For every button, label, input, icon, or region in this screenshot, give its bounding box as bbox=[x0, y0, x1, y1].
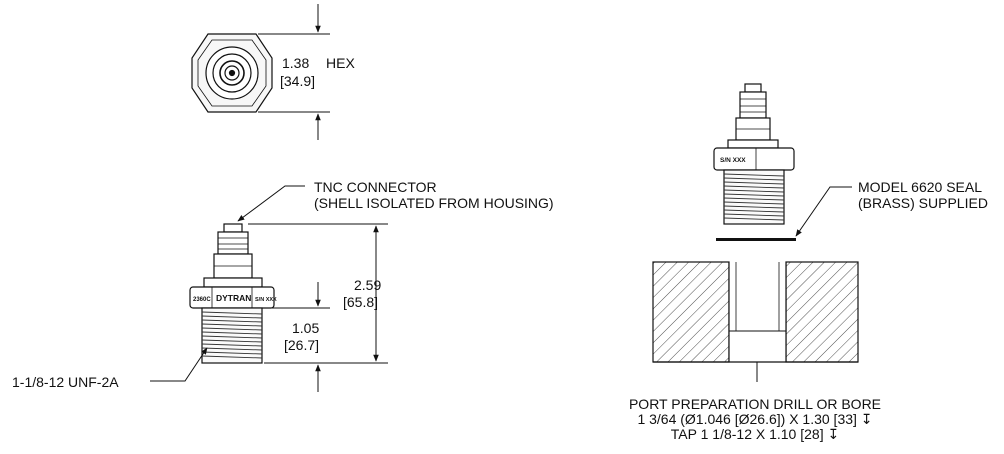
connector-collar bbox=[203, 277, 263, 288]
install-collar bbox=[727, 139, 779, 149]
seal-leader bbox=[795, 186, 852, 237]
block-left-hatch bbox=[652, 261, 730, 363]
hex-dimension bbox=[258, 4, 330, 140]
port-tap-spec: TAP 1 1/8-12 X 1.10 [28] ↧ bbox=[671, 426, 839, 442]
connector-pin bbox=[228, 69, 236, 77]
port-block-section bbox=[652, 261, 859, 382]
side-view-leaders bbox=[150, 185, 305, 382]
side-thread-lines bbox=[201, 311, 263, 359]
block-right-hatch bbox=[785, 261, 859, 363]
port-prep-title: PORT PREPARATION DRILL OR BORE bbox=[629, 396, 881, 412]
seal-model-label: MODEL 6620 SEAL bbox=[858, 179, 982, 195]
seal-material-note: (BRASS) SUPPLIED bbox=[858, 195, 988, 211]
top-view bbox=[191, 33, 273, 113]
hex-mark-serial: S/N XXX bbox=[255, 297, 277, 303]
install-connector-tip bbox=[744, 83, 762, 93]
hex-dim-mm: [34.9] bbox=[280, 73, 315, 89]
connector-ring-2 bbox=[212, 53, 252, 93]
tnc-shell-note: (SHELL ISOLATED FROM HOUSING) bbox=[314, 195, 554, 211]
connector-ring-3 bbox=[219, 60, 245, 86]
thread-length-mm: [26.7] bbox=[284, 337, 319, 353]
hex-dim-inches: 1.38 bbox=[282, 55, 309, 71]
install-connector-body bbox=[739, 91, 767, 119]
overall-height-inches: 2.59 bbox=[354, 277, 381, 293]
tnc-connector-label: TNC CONNECTOR bbox=[314, 179, 437, 195]
hex-mark-model: 2360C bbox=[193, 297, 211, 303]
overall-height-mm: [65.8] bbox=[343, 294, 378, 310]
tnc-connector-body bbox=[217, 231, 249, 255]
thread-spec-label: 1-1/8-12 UNF-2A bbox=[12, 374, 119, 390]
side-view-dimensions bbox=[248, 223, 388, 392]
connector-ring-4 bbox=[224, 65, 240, 81]
hex-inner bbox=[197, 39, 267, 107]
hex-label: HEX bbox=[326, 55, 355, 71]
port-drill-spec: 1 3/64 (Ø1.046 [Ø26.6]) X 1.30 [33] ↧ bbox=[637, 411, 872, 427]
side-view-sensor bbox=[189, 223, 275, 364]
install-serial-mark: S/N XXX bbox=[720, 157, 746, 164]
thread-length-inches: 1.05 bbox=[292, 320, 319, 336]
tnc-connector-tip bbox=[223, 223, 243, 233]
port-bore bbox=[729, 262, 786, 362]
hex-mark-brand: DYTRAN bbox=[216, 293, 251, 303]
brass-seal bbox=[716, 238, 796, 241]
install-thread-lines bbox=[723, 173, 785, 221]
